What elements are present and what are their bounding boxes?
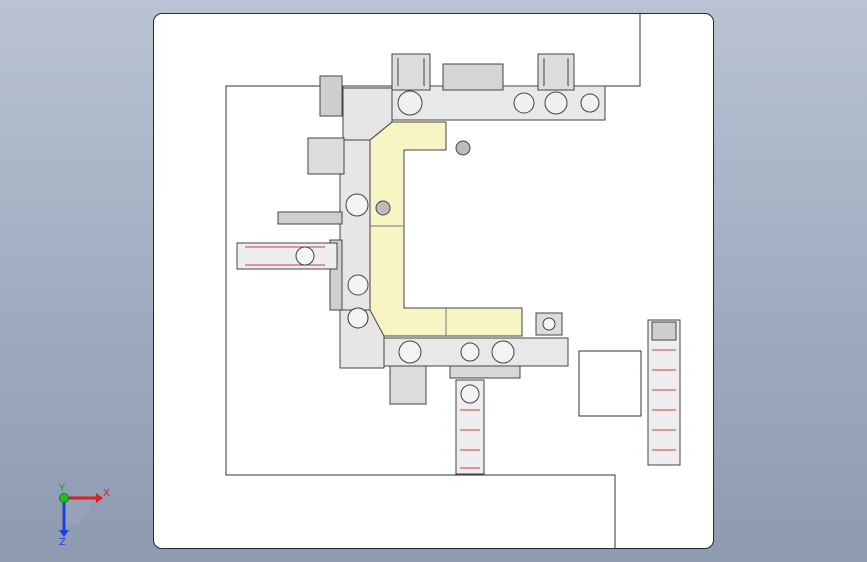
- upper-left-turntable: [342, 87, 393, 141]
- y-axis-dot: [59, 493, 69, 503]
- yellow-conveyor-track: [369, 121, 523, 337]
- bottom-station-row: [383, 140, 569, 405]
- left-infeed-conveyor: [236, 242, 338, 270]
- right-conveyor: [647, 319, 681, 466]
- triad-shade: [64, 498, 92, 526]
- x-axis-label: X: [103, 488, 110, 499]
- floor-boundary: [225, 14, 641, 548]
- empty-cell-box: [578, 350, 642, 417]
- coordinate-triad: X Y Z: [48, 482, 118, 548]
- y-axis-label: Y: [58, 483, 66, 494]
- bottom-outfeed-conveyor: [455, 379, 485, 475]
- top-station-row: [319, 53, 606, 121]
- z-axis-label: Z: [59, 537, 66, 546]
